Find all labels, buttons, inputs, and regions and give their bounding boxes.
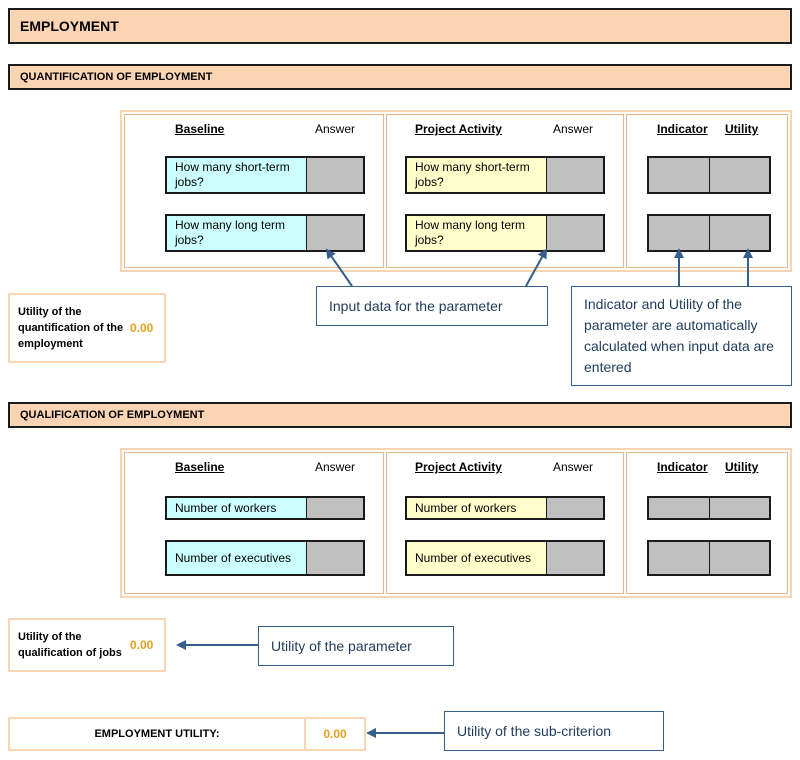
employment-header: EMPLOYMENT xyxy=(8,8,792,44)
answer-label: Answer xyxy=(315,460,356,474)
indicator-title: Indicator xyxy=(657,122,708,136)
baseline-workers-label: Number of workers xyxy=(167,498,307,518)
employment-utility-value: 0.00 xyxy=(323,727,347,741)
project-workers-input[interactable] xyxy=(547,498,603,518)
project-executives-input[interactable] xyxy=(547,542,603,574)
qualification-utility-box: Utility of the qualification of jobs 0.0… xyxy=(8,618,166,672)
baseline-workers-input[interactable] xyxy=(307,498,363,518)
subcriterion-utility-callout: Utility of the sub-criterion xyxy=(444,711,664,751)
utility-title: Utility xyxy=(725,460,759,474)
project-short-term-jobs-label: How many short-term jobs? xyxy=(407,158,547,192)
project-executives-field: Number of executives xyxy=(405,540,605,576)
indicator-title: Indicator xyxy=(657,460,708,474)
project-activity-title: Project Activity xyxy=(415,122,502,136)
baseline-long-term-jobs-field: How many long term jobs? xyxy=(165,214,365,252)
input-data-callout-text: Input data for the parameter xyxy=(329,297,503,314)
utility-cell xyxy=(709,158,769,192)
baseline-workers-field: Number of workers xyxy=(165,496,365,520)
baseline-executives-input[interactable] xyxy=(307,542,363,574)
input-data-callout: Input data for the parameter xyxy=(316,286,548,326)
parameter-utility-callout-text: Utility of the parameter xyxy=(271,637,412,654)
quantification-section-title: QUANTIFICATION OF EMPLOYMENT xyxy=(20,71,213,83)
baseline-title: Baseline xyxy=(175,460,225,474)
baseline-long-term-jobs-input[interactable] xyxy=(307,216,363,250)
quantification-panel: Baseline Answer How many short-term jobs… xyxy=(120,110,792,272)
quantification-utility-value: 0.00 xyxy=(130,321,154,335)
answer-label: Answer xyxy=(553,122,594,136)
answer-label: Answer xyxy=(553,460,594,474)
quantification-baseline-column: Baseline Answer How many short-term jobs… xyxy=(124,114,384,268)
project-executives-label: Number of executives xyxy=(407,542,547,574)
project-long-term-jobs-input[interactable] xyxy=(547,216,603,250)
baseline-short-term-jobs-field: How many short-term jobs? xyxy=(165,156,365,194)
qualification-utility-value: 0.00 xyxy=(130,638,154,652)
project-activity-title: Project Activity xyxy=(415,460,502,474)
indicator-cell xyxy=(649,542,710,574)
quantification-utility-label: Utility of the quantification of the emp… xyxy=(18,306,124,350)
baseline-short-term-jobs-label: How many short-term jobs? xyxy=(167,158,307,192)
auto-calc-callout: Indicator and Utility of the parameter a… xyxy=(571,286,792,386)
project-workers-field: Number of workers xyxy=(405,496,605,520)
project-short-term-jobs-input[interactable] xyxy=(547,158,603,192)
long-term-indicator-utility-cells xyxy=(647,214,771,252)
qualification-project-column: Project Activity Answer Number of worker… xyxy=(386,452,624,594)
auto-calc-callout-text: Indicator and Utility of the parameter a… xyxy=(584,296,774,375)
utility-cell xyxy=(709,498,769,518)
baseline-executives-label: Number of executives xyxy=(167,542,307,574)
arrow-to-project-input xyxy=(525,248,547,287)
qualification-section-header: QUALIFICATION OF EMPLOYMENT xyxy=(8,402,792,428)
indicator-cell xyxy=(649,158,710,192)
qualification-panel: Baseline Answer Number of workers Number… xyxy=(120,448,792,598)
baseline-executives-field: Number of executives xyxy=(165,540,365,576)
utility-title: Utility xyxy=(725,122,759,136)
employment-utility-label: EMPLOYMENT UTILITY: xyxy=(10,719,306,749)
quantification-result-column: Indicator Utility xyxy=(626,114,788,268)
project-workers-label: Number of workers xyxy=(407,498,547,518)
qualification-baseline-column: Baseline Answer Number of workers Number… xyxy=(124,452,384,594)
parameter-utility-callout: Utility of the parameter xyxy=(258,626,454,666)
quantification-project-column: Project Activity Answer How many short-t… xyxy=(386,114,624,268)
baseline-short-term-jobs-input[interactable] xyxy=(307,158,363,192)
project-short-term-jobs-field: How many short-term jobs? xyxy=(405,156,605,194)
baseline-title: Baseline xyxy=(175,122,225,136)
answer-label: Answer xyxy=(315,122,356,136)
employment-title: EMPLOYMENT xyxy=(20,18,119,34)
quantification-utility-box: Utility of the quantification of the emp… xyxy=(8,293,166,363)
utility-cell xyxy=(709,216,769,250)
workers-indicator-utility-cells xyxy=(647,496,771,520)
project-long-term-jobs-label: How many long term jobs? xyxy=(407,216,547,250)
arrow-to-baseline-input xyxy=(325,248,353,287)
executives-indicator-utility-cells xyxy=(647,540,771,576)
qualification-utility-label: Utility of the qualification of jobs xyxy=(18,631,122,659)
project-long-term-jobs-field: How many long term jobs? xyxy=(405,214,605,252)
indicator-cell xyxy=(649,498,710,518)
baseline-long-term-jobs-label: How many long term jobs? xyxy=(167,216,307,250)
short-term-indicator-utility-cells xyxy=(647,156,771,194)
utility-cell xyxy=(709,542,769,574)
employment-utility-box: EMPLOYMENT UTILITY: 0.00 xyxy=(8,717,366,751)
qualification-section-title: QUALIFICATION OF EMPLOYMENT xyxy=(20,409,205,421)
indicator-cell xyxy=(649,216,710,250)
qualification-result-column: Indicator Utility xyxy=(626,452,788,594)
quantification-section-header: QUANTIFICATION OF EMPLOYMENT xyxy=(8,64,792,90)
subcriterion-utility-callout-text: Utility of the sub-criterion xyxy=(457,722,612,739)
